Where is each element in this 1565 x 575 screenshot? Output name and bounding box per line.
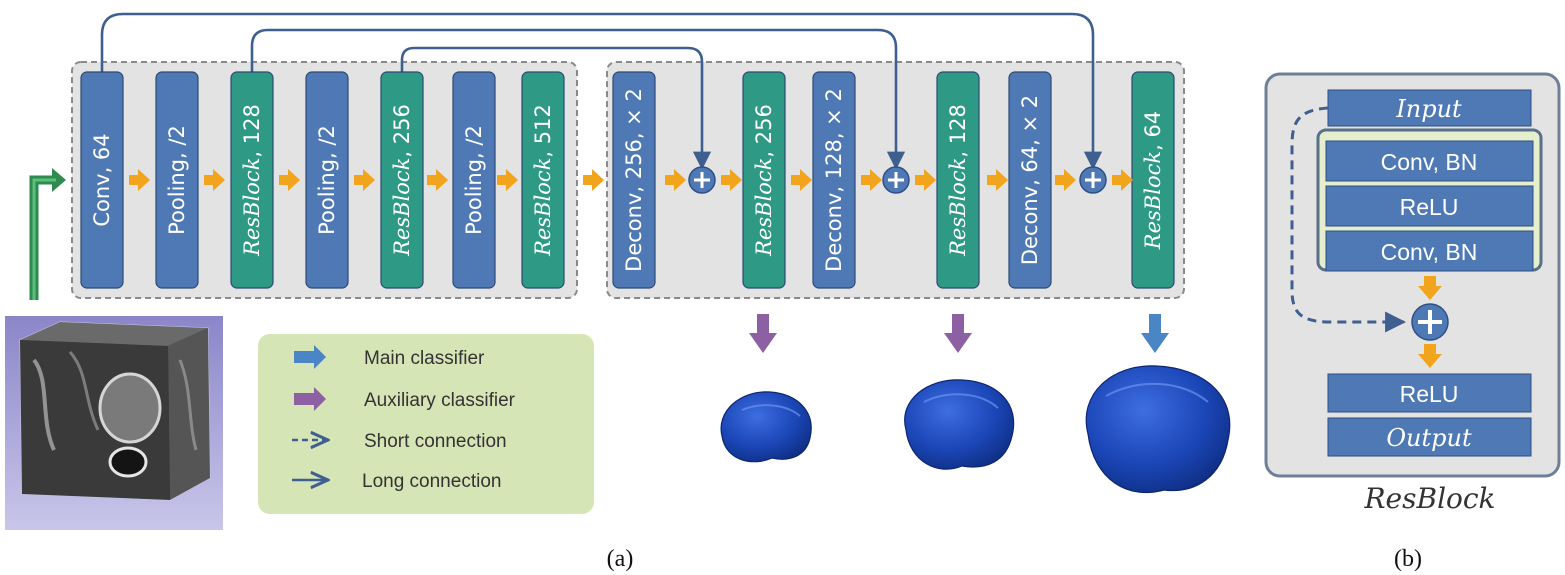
segmentation-output-1 xyxy=(720,391,812,463)
input-arrow-head xyxy=(52,168,66,192)
auxiliary-classifier-arrow-1 xyxy=(749,314,777,353)
encoder-block-6: Pooling, /2 xyxy=(452,71,496,289)
legend-main-classifier-icon xyxy=(294,345,326,369)
encoder-block-7: ResBlock, 512 xyxy=(521,71,565,289)
encoder-block-2: Pooling, /2 xyxy=(155,71,199,289)
long-connection-3 xyxy=(400,46,712,170)
caption-a: (a) xyxy=(607,546,634,572)
flow-arrow-4 xyxy=(354,169,375,191)
decoder-block-label: Deconv, 128, × 2 xyxy=(822,88,846,272)
encoder-block-label: Conv, 64 xyxy=(90,133,114,226)
flow-arrow-2 xyxy=(204,169,225,191)
decoder-block-4: ResBlock, 128 xyxy=(936,71,980,289)
legend-main-classifier-label: Main classifier xyxy=(364,348,485,369)
decoder-blocks: Deconv, 256, × 2 ResBlock, 256 Deconv, 128… xyxy=(612,71,1175,289)
decoder-block-label: ResBlock, 256 xyxy=(752,104,776,257)
flow-arrow-8 xyxy=(665,169,686,191)
sum-node-2 xyxy=(882,166,910,194)
resblock-down-arrow-2 xyxy=(1418,344,1442,368)
resblock-relu-1-box xyxy=(1325,185,1534,227)
resblock-short-connection xyxy=(1290,106,1407,333)
decoder-block-1: Deconv, 256, × 2 xyxy=(612,71,656,289)
encoder-block-label: ResBlock, 512 xyxy=(531,104,555,257)
flow-arrow-6 xyxy=(497,169,518,191)
decoder-block-label: ResBlock, 128 xyxy=(946,104,970,257)
flow-arrow-9 xyxy=(721,169,742,191)
resblock-relu-2-box xyxy=(1327,373,1532,413)
resblock-conv-bn-1-label: Conv, BN xyxy=(1381,149,1478,175)
flow-arrow-11 xyxy=(861,169,882,191)
mri-input-volume xyxy=(5,316,223,530)
resblock-output-label: Output xyxy=(1386,424,1472,452)
legend-auxiliary-classifier-label: Auxiliary classifier xyxy=(364,390,516,411)
segmentation-output-2 xyxy=(904,379,1015,470)
encoder-block-4: Pooling, /2 xyxy=(305,71,349,289)
decoder-block-label: Deconv, 64, × 2 xyxy=(1018,95,1042,265)
legend-auxiliary-classifier-icon xyxy=(294,387,326,411)
resblock-conv-bn-1-box xyxy=(1325,140,1534,182)
input-arrow xyxy=(29,175,56,300)
encoder-block-label: ResBlock, 128 xyxy=(240,104,264,257)
segmentation-output-3 xyxy=(1085,365,1231,494)
resblock-title: ResBlock xyxy=(1363,482,1495,515)
resblock-input-box xyxy=(1327,89,1532,127)
long-connection-1 xyxy=(100,12,1103,170)
encoder-block-3: ResBlock, 128 xyxy=(230,71,274,289)
legend-short-connection-label: Short connection xyxy=(364,431,507,452)
flow-arrow-5 xyxy=(427,169,448,191)
main-classifier-arrow xyxy=(1141,314,1169,353)
legend-box xyxy=(258,334,594,514)
resblock-down-arrow-1 xyxy=(1418,276,1442,300)
flow-arrow-3 xyxy=(279,169,300,191)
resblock-conv-bn-2-box xyxy=(1325,230,1534,272)
resblock-conv-bn-2-label: Conv, BN xyxy=(1381,239,1478,265)
decoder-block-2: ResBlock, 256 xyxy=(742,71,786,289)
encoder-block-label: Pooling, /2 xyxy=(165,125,189,235)
decoder-block-6: ResBlock, 64 xyxy=(1131,71,1175,289)
flow-arrow-13 xyxy=(987,169,1008,191)
resblock-input-label: Input xyxy=(1395,95,1462,123)
flow-arrow-14 xyxy=(1055,169,1076,191)
resblock-output-box xyxy=(1327,417,1532,457)
flow-arrow-1 xyxy=(129,169,150,191)
decoder-block-label: Deconv, 256, × 2 xyxy=(622,88,646,272)
encoder-block-5: ResBlock, 256 xyxy=(380,71,424,289)
encoder-block-label: ResBlock, 256 xyxy=(390,104,414,257)
auxiliary-classifier-arrow-2 xyxy=(944,314,972,353)
encoder-blocks: Conv, 64 Pooling, /2 ResBlock, 128 Pooling,… xyxy=(80,71,565,289)
resblock-relu-2-label: ReLU xyxy=(1400,381,1459,407)
decoder-block-label: ResBlock, 64 xyxy=(1141,111,1165,250)
flow-arrow-7 xyxy=(583,169,604,191)
flow-arrow-12 xyxy=(915,169,936,191)
flow-arrows xyxy=(129,169,1133,191)
flow-arrow-10 xyxy=(791,169,812,191)
legend-long-connection-label: Long connection xyxy=(362,471,501,492)
encoder-block-1: Conv, 64 xyxy=(80,71,124,289)
encoder-block-label: Pooling, /2 xyxy=(315,125,339,235)
decoder-block-5: Deconv, 64, × 2 xyxy=(1008,71,1052,289)
caption-b: (b) xyxy=(1394,546,1422,572)
resblock-sum-node xyxy=(1411,303,1449,341)
long-connection-2 xyxy=(250,28,906,170)
sum-node-3 xyxy=(1079,166,1107,194)
sum-node-1 xyxy=(688,166,716,194)
flow-arrow-15 xyxy=(1112,169,1133,191)
resblock-relu-1-label: ReLU xyxy=(1400,194,1459,220)
encoder-block-label: Pooling, /2 xyxy=(462,125,486,235)
decoder-block-3: Deconv, 128, × 2 xyxy=(812,71,856,289)
